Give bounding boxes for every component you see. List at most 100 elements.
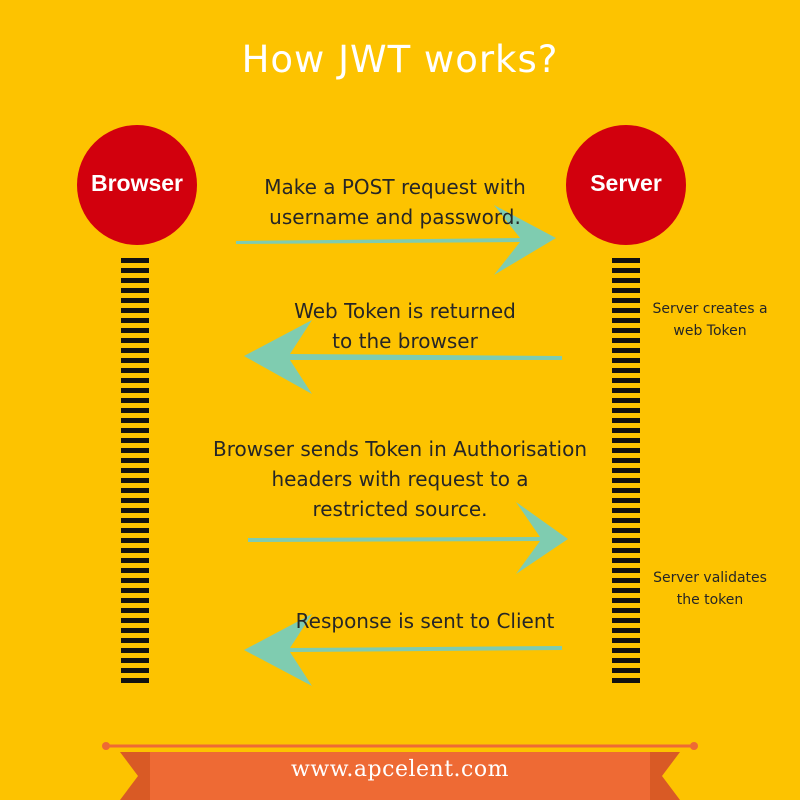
lifeline-segment [121,408,149,413]
lifeline-segment [612,578,640,583]
message-line: Response is sent to Client [295,609,555,633]
lifeline-segment [612,568,640,573]
message-line: to the browser [332,329,478,353]
lifeline-segment [121,318,149,323]
page-title: How JWT works? [241,38,559,81]
lifeline-segment [121,308,149,313]
lifeline-segment [612,528,640,533]
arrow-send-token [248,502,568,574]
lifeline-segment [612,358,640,363]
lifeline-segment [612,288,640,293]
lifeline-segment [612,428,640,433]
lifeline-segment [612,558,640,563]
lifeline-segment [612,268,640,273]
lifeline-segment [612,508,640,513]
lifeline-segment [121,498,149,503]
lifeline-segment [121,678,149,683]
lifeline-segment [121,268,149,273]
lifeline-segment [121,578,149,583]
lifeline-segment [121,468,149,473]
server-node-circle [566,125,686,245]
lifeline-segment [612,518,640,523]
server-node-label: Server [590,170,662,196]
lifeline-segment [612,348,640,353]
lifeline-segment [121,608,149,613]
lifeline-segment [121,528,149,533]
lifeline-segment [121,598,149,603]
lifeline-segment [612,388,640,393]
lifeline-segment [612,548,640,553]
lifeline-segment [612,468,640,473]
lifeline-segment [121,588,149,593]
lifeline-segment [612,628,640,633]
lifeline-segment [612,538,640,543]
lifeline-segment [612,588,640,593]
arrow-response [244,614,562,686]
lifeline-segment [612,608,640,613]
lifeline-segment [121,438,149,443]
footer-url: www.apcelent.com [291,757,509,782]
lifeline-segment [121,338,149,343]
lifeline-segment [121,448,149,453]
lifeline-segment [612,638,640,643]
lifeline-segment [612,368,640,373]
lifeline-segment [121,288,149,293]
lifeline-segment [612,398,640,403]
note-line: Server validates [653,570,767,586]
browser-node-circle [77,125,197,245]
server-lifeline [612,258,640,683]
lifeline-segment [121,558,149,563]
lifeline-segment [612,318,640,323]
message-line: Browser sends Token in Authorisation [212,437,587,461]
footer-ribbon [102,742,698,800]
lifeline-segment [612,678,640,683]
message-line: Web Token is returned [294,299,516,323]
message-line: username and password. [269,205,521,229]
lifeline-segment [121,278,149,283]
message-line: Make a POST request with [264,175,526,199]
lifeline-segment [121,378,149,383]
browser-node-label: Browser [90,170,184,196]
lifeline-segment [121,328,149,333]
lifeline-segment [121,388,149,393]
lifeline-segment [612,308,640,313]
lifeline-segment [121,368,149,373]
lifeline-segment [612,598,640,603]
lifeline-segment [121,358,149,363]
lifeline-segment [612,478,640,483]
lifeline-segment [121,638,149,643]
message-line: restricted source. [312,497,488,521]
lifeline-segment [121,418,149,423]
lifeline-segment [121,298,149,303]
lifeline-segment [612,258,640,263]
lifeline-segment [121,518,149,523]
lifeline-segment [121,458,149,463]
message-post-request: Make a POST request with username and pa… [240,172,550,232]
browser-lifeline [121,258,149,683]
lifeline-segment [612,408,640,413]
note-server-creates-token: Server creates a web Token [640,298,780,342]
lifeline-segment [121,568,149,573]
note-server-validates-token: Server validates the token [640,567,780,611]
note-line: Server creates a [652,301,768,317]
lifeline-segment [121,348,149,353]
lifeline-segment [121,398,149,403]
lifeline-segment [121,428,149,433]
arrow-token-returned [244,320,562,394]
message-send-token: Browser sends Token in Authorisation hea… [200,434,600,524]
arrow-post-request [236,205,556,275]
lifeline-segment [612,378,640,383]
lifeline-segment [612,488,640,493]
lifeline-segment [612,618,640,623]
lifeline-segment [612,298,640,303]
lifeline-segment [612,328,640,333]
lifeline-segment [612,278,640,283]
message-line: headers with request to a [271,467,529,491]
lifeline-segment [121,258,149,263]
lifeline-segment [121,548,149,553]
lifeline-segment [612,338,640,343]
lifeline-segment [612,668,640,673]
message-response: Response is sent to Client [250,606,600,636]
note-line: web Token [673,323,747,339]
